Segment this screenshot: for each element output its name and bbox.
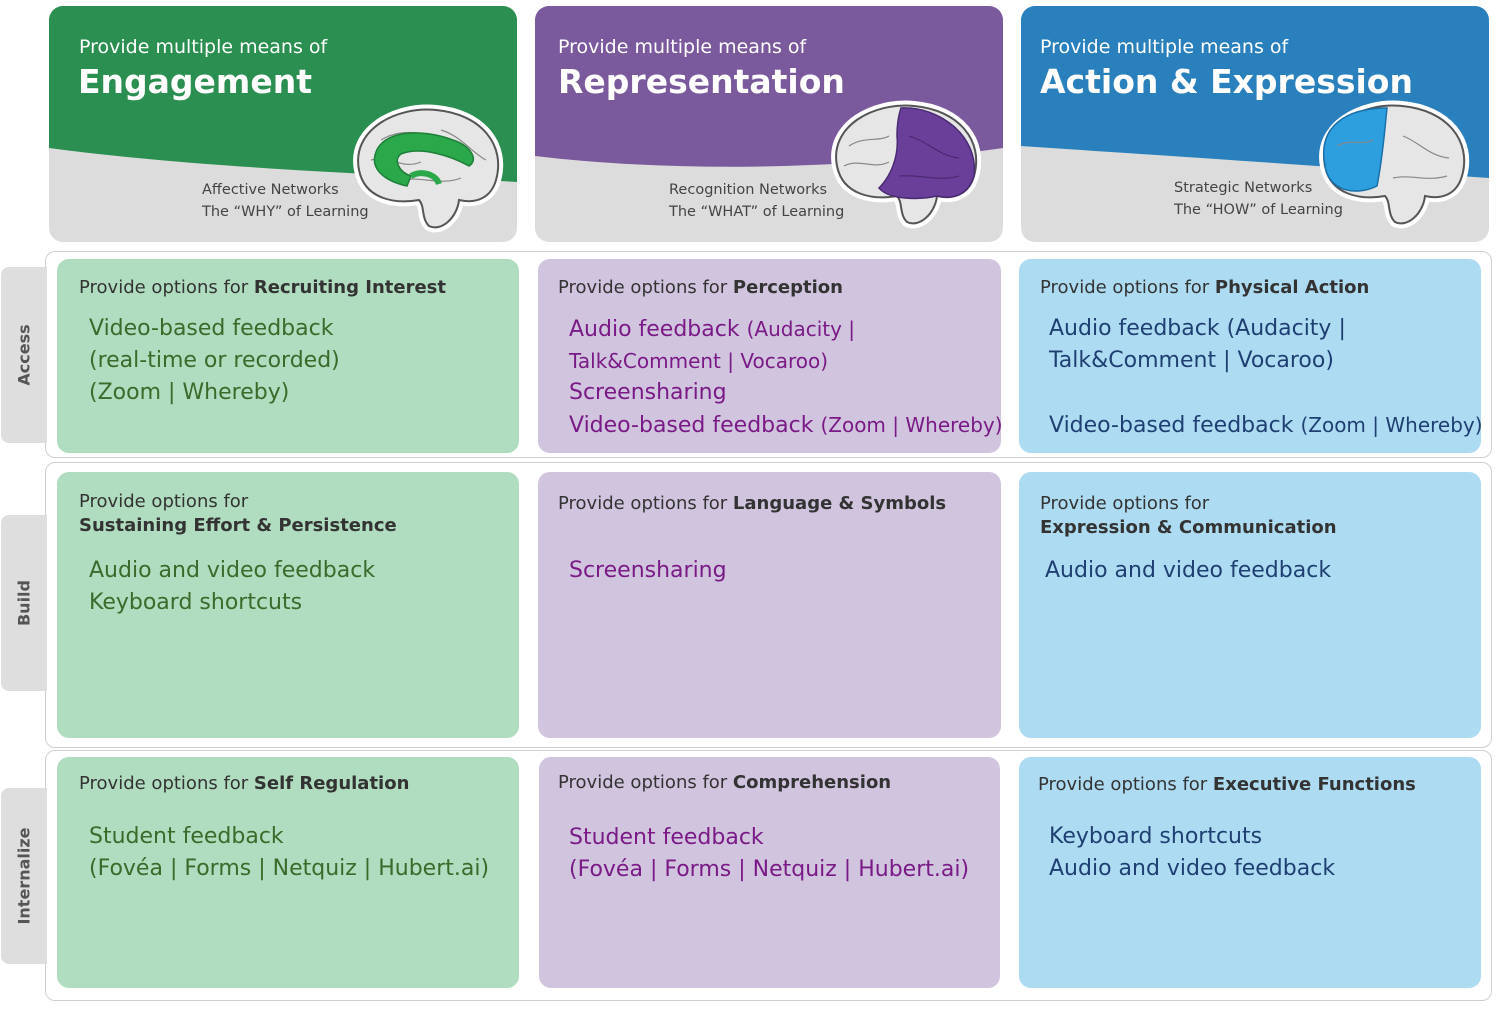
cell-body: Audio feedback (Audacity | Talk&Comment … [569, 313, 1003, 441]
cell-recruiting-interest: Provide options for Recruiting Interest … [57, 259, 519, 453]
representation-kicker: Provide multiple means of [558, 36, 807, 58]
cell-language-symbols: Provide options for Language & Symbols S… [538, 472, 1001, 738]
list-item: Audio and video feedback [1049, 856, 1336, 881]
cell-lead: Provide options for Perception [558, 276, 843, 300]
action-header: Provide multiple means of Action & Expre… [1021, 6, 1489, 242]
representation-title: Representation [558, 62, 845, 101]
lead-guideline: Expression & Communication [1040, 517, 1337, 538]
cell-expression-communication: Provide options for Expression & Communi… [1019, 472, 1481, 738]
lead-guideline: Sustaining Effort & Persistence [79, 515, 397, 536]
cell-lead: Provide options for Comprehension [558, 771, 891, 795]
list-item: (Fovéa | Forms | Netquiz | Hubert.ai) [569, 857, 970, 882]
cell-body: Keyboard shortcuts Audio and video feedb… [1049, 821, 1335, 885]
cell-body: Student feedback (Fovéa | Forms | Netqui… [569, 822, 969, 886]
cell-lead: Provide options for Sustaining Effort & … [79, 490, 397, 538]
cell-body: Audio feedback (Audacity | Talk&Comment … [1049, 313, 1483, 441]
list-item: Audio feedback (Audacity | [569, 313, 1003, 345]
cell-body: Video-based feedback (real-time or recor… [89, 313, 340, 409]
list-item: Video-based feedback (Zoom | Whereby) [569, 409, 1003, 441]
engagement-kicker: Provide multiple means of [79, 36, 328, 58]
list-item-tools: (Zoom | Whereby) [820, 413, 1003, 437]
list-item: Talk&Comment | Vocaroo) [1049, 348, 1334, 373]
cell-body: Audio and video feedback Keyboard shortc… [89, 555, 375, 619]
row-label-build: Build [1, 515, 47, 691]
lead-guideline: Language & Symbols [732, 493, 947, 514]
row-label-internalize-text: Internalize [14, 827, 34, 925]
list-item: Keyboard shortcuts [89, 590, 303, 615]
row-label-access: Access [1, 267, 47, 443]
action-network: Strategic Networks The “HOW” of Learning [1174, 177, 1343, 221]
list-item: Screensharing [569, 380, 727, 405]
representation-network-what: The “WHAT” of Learning [669, 204, 845, 220]
representation-network-name: Recognition Networks [669, 182, 828, 198]
list-item: (real-time or recorded) [89, 348, 340, 373]
lead-guideline: Physical Action [1214, 277, 1370, 298]
cell-lead: Provide options for Physical Action [1040, 276, 1369, 300]
brain-recognition-icon [831, 100, 982, 229]
row-label-access-text: Access [14, 324, 34, 386]
list-item-tools: (Zoom | Whereby) [1300, 413, 1483, 437]
action-kicker: Provide multiple means of [1040, 36, 1289, 58]
list-item: Video-based feedback [89, 316, 334, 341]
lead-prefix: Provide options for [558, 493, 733, 514]
list-item: Video-based feedback (Zoom | Whereby) [1049, 409, 1483, 441]
lead-guideline: Comprehension [732, 772, 892, 793]
list-item: Audio feedback (Audacity | [1049, 316, 1346, 341]
cell-executive-functions: Provide options for Executive Functions … [1019, 757, 1481, 988]
lead-guideline: Recruiting Interest [253, 277, 446, 298]
action-title: Action & Expression [1040, 62, 1413, 101]
lead-guideline: Perception [732, 277, 843, 298]
list-item: Screensharing [569, 558, 727, 583]
action-network-name: Strategic Networks [1174, 180, 1313, 196]
cell-comprehension: Provide options for Comprehension Studen… [539, 757, 1000, 988]
list-item: Student feedback [569, 825, 764, 850]
lead-prefix: Provide options for [1040, 277, 1215, 298]
lead-prefix: Provide options for [558, 277, 733, 298]
cell-body: Screensharing [569, 555, 727, 587]
brain-affective-icon [353, 104, 504, 233]
cell-lead: Provide options for Recruiting Interest [79, 276, 446, 300]
engagement-network-why: The “WHY” of Learning [202, 204, 369, 220]
list-item-text: Audio feedback [569, 317, 747, 342]
row-label-internalize: Internalize [1, 788, 47, 964]
cell-lead: Provide options for Language & Symbols [558, 492, 946, 516]
cell-perception: Provide options for Perception Audio fee… [538, 259, 1003, 453]
representation-header: Provide multiple means of Representation… [535, 6, 1003, 242]
brain-strategic-icon [1319, 100, 1470, 229]
list-item: (Fovéa | Forms | Netquiz | Hubert.ai) [89, 856, 490, 881]
list-item: Student feedback [89, 824, 284, 849]
representation-network: Recognition Networks The “WHAT” of Learn… [669, 179, 844, 223]
lead-prefix: Provide options for [79, 773, 254, 794]
cell-lead: Provide options for Executive Functions [1038, 773, 1416, 797]
list-item-tools: (Audacity | [746, 317, 856, 341]
lead-prefix: Provide options for [558, 772, 733, 793]
engagement-header: Provide multiple means of Engagement Aff… [49, 6, 517, 242]
engagement-network: Affective Networks The “WHY” of Learning [202, 179, 369, 223]
cell-lead: Provide options for Self Regulation [79, 772, 409, 796]
lead-guideline: Executive Functions [1212, 774, 1416, 795]
row-label-build-text: Build [14, 579, 34, 627]
cell-body: Audio and video feedback [1045, 555, 1331, 587]
list-item-text: Video-based feedback [1049, 413, 1301, 438]
cell-body: Student feedback (Fovéa | Forms | Netqui… [89, 821, 489, 885]
list-item: Talk&Comment | Vocaroo) [569, 349, 829, 373]
engagement-title: Engagement [78, 62, 312, 101]
list-item: Audio and video feedback [1045, 558, 1332, 583]
lead-prefix: Provide options for [1040, 493, 1210, 514]
cell-sustaining-effort: Provide options for Sustaining Effort & … [57, 472, 519, 738]
action-network-how: The “HOW” of Learning [1174, 202, 1343, 218]
list-item: Audio and video feedback [89, 558, 376, 583]
cell-physical-action: Provide options for Physical Action Audi… [1019, 259, 1483, 453]
lead-guideline: Self Regulation [253, 773, 410, 794]
cell-self-regulation: Provide options for Self Regulation Stud… [57, 757, 519, 988]
lead-prefix: Provide options for [79, 491, 249, 512]
list-item: (Zoom | Whereby) [89, 380, 290, 405]
list-item: Keyboard shortcuts [1049, 824, 1263, 849]
list-item-text: Video-based feedback [569, 413, 821, 438]
list-spacer [1049, 377, 1483, 409]
lead-prefix: Provide options for [79, 277, 254, 298]
cell-lead: Provide options for Expression & Communi… [1040, 492, 1337, 540]
engagement-network-name: Affective Networks [202, 182, 339, 198]
lead-prefix: Provide options for [1038, 774, 1213, 795]
